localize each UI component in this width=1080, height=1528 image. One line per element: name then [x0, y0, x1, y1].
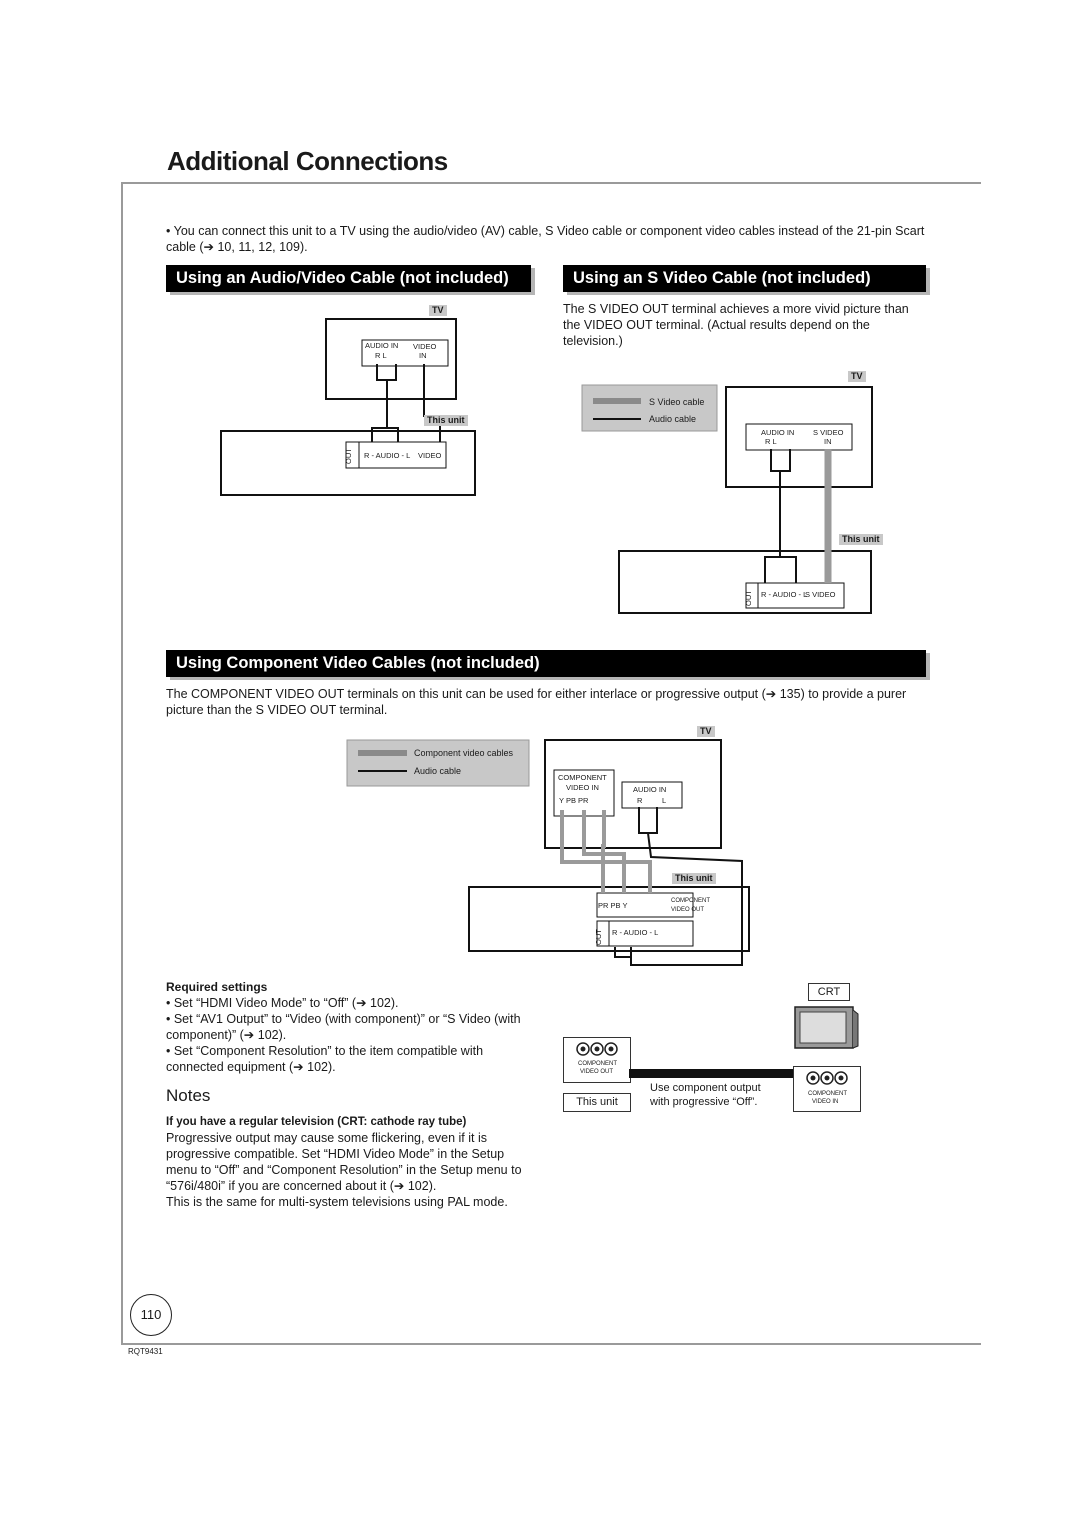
video-in-label: VIDEO IN	[566, 783, 599, 792]
component-arrow-cable	[629, 1069, 793, 1078]
out-label-3: OUT	[594, 929, 603, 945]
required-setting-1: • Set “HDMI Video Mode” to “Off” (➔ 102)…	[166, 996, 399, 1010]
tv-label-3: TV	[697, 726, 715, 737]
this-unit-label-2: This unit	[839, 534, 883, 545]
audio-in-label-2: AUDIO IN	[761, 428, 795, 437]
unit-video-out-label: VIDEO OUT	[580, 1069, 614, 1075]
component-label: COMPONENT	[558, 773, 607, 782]
intro-text: • You can connect this unit to a TV usin…	[166, 224, 925, 254]
pr-pb-y-label: PR PB Y	[598, 901, 628, 910]
video-out-label-3: VIDEO OUT	[671, 907, 705, 913]
notes-heading: Notes	[166, 1086, 211, 1105]
required-setting-2: • Set “AV1 Output” to “Video (with compo…	[166, 1012, 521, 1042]
component-cable-diagram	[346, 739, 750, 966]
crt-label: CRT	[808, 983, 850, 1001]
svideo-description: The S VIDEO OUT terminal achieves a more…	[563, 302, 909, 348]
legend-audio-cable-2: Audio cable	[414, 766, 462, 776]
notes-subheading: If you have a regular television (CRT: c…	[166, 1116, 467, 1128]
r-label-3: R	[637, 796, 643, 805]
required-setting-3: • Set “Component Resolution” to the item…	[166, 1044, 484, 1074]
page-number: 110	[130, 1294, 172, 1336]
legend-audio-cable: Audio cable	[649, 414, 697, 424]
audio-in-label-3: AUDIO IN	[633, 785, 667, 794]
r-audio-l-label: R - AUDIO - L	[364, 451, 411, 460]
frame-top-rule	[121, 182, 981, 184]
tv-label: TV	[429, 305, 447, 316]
rl-label: R L	[375, 351, 387, 360]
s-video-out-label: S VIDEO	[805, 590, 836, 599]
doc-code: RQT9431	[128, 1347, 163, 1356]
in-label: IN	[419, 351, 427, 360]
component-out-label: COMPONENT	[671, 898, 710, 904]
video-label: VIDEO	[413, 342, 437, 351]
component-description: The COMPONENT VIDEO OUT terminals on thi…	[166, 687, 907, 717]
rl-label-2: R L	[765, 437, 777, 446]
legend-component-cables: Component video cables	[414, 748, 514, 758]
frame-bottom-rule	[121, 1343, 981, 1345]
unit-jack-icons	[576, 1042, 618, 1056]
svideo-cable-diagram	[581, 384, 873, 614]
y-pb-pr-label: Y PB PR	[559, 796, 589, 805]
notes-body: Progressive output may cause some flicke…	[166, 1131, 522, 1193]
with-progressive-off-text: with progressive “Off”.	[650, 1096, 758, 1108]
tv-component-in-box	[793, 1066, 861, 1112]
in-label-2: IN	[824, 437, 832, 446]
out-label-2: OUT	[744, 590, 753, 606]
tv-label-2: TV	[848, 371, 866, 382]
r-audio-l-label-2: R - AUDIO - L	[761, 590, 808, 599]
this-unit-label: This unit	[424, 415, 468, 426]
unit-component-out-box	[563, 1037, 631, 1083]
heading-svideo-cable: Using an S Video Cable (not included)	[563, 265, 926, 292]
heading-component-cables: Using Component Video Cables (not includ…	[166, 650, 926, 677]
l-label-3: L	[662, 796, 667, 805]
av-cable-diagram	[220, 318, 476, 496]
unit-component-label: COMPONENT	[578, 1061, 617, 1067]
r-audio-l-label-3: R - AUDIO - L	[612, 928, 659, 937]
use-component-output-text: Use component output	[650, 1082, 761, 1094]
s-video-label: S VIDEO	[813, 428, 844, 437]
this-unit-box: This unit	[563, 1093, 631, 1112]
frame-left-rule	[121, 182, 123, 1345]
this-unit-label-3: This unit	[672, 873, 716, 884]
tv-video-in-label: VIDEO IN	[812, 1099, 839, 1105]
notes-footer: This is the same for multi-system televi…	[166, 1195, 508, 1209]
heading-av-cable: Using an Audio/Video Cable (not included…	[166, 265, 531, 292]
crt-tv-icon	[794, 1006, 859, 1049]
audio-in-label: AUDIO IN	[365, 341, 399, 350]
tv-jack-icons	[806, 1071, 848, 1085]
legend-svideo-cable: S Video cable	[649, 397, 705, 407]
required-settings-heading: Required settings	[166, 980, 268, 994]
out-label: OUT	[344, 448, 353, 464]
page-title: Additional Connections	[167, 146, 448, 176]
video-out-label: VIDEO	[418, 451, 442, 460]
tv-component-label: COMPONENT	[808, 1091, 847, 1097]
